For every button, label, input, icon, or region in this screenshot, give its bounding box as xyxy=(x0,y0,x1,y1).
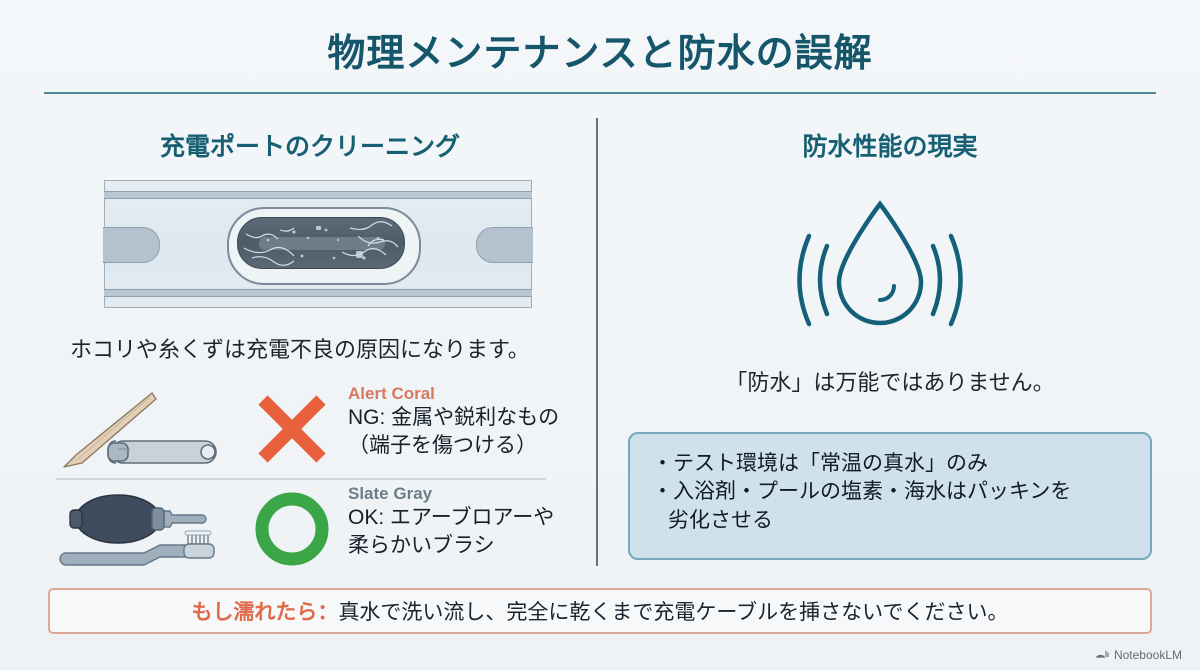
water-droplet-with-waves-icon xyxy=(795,190,965,330)
lint-debris-icon xyxy=(238,218,404,268)
right-caption: 「防水」は万能ではありません。 xyxy=(725,370,1055,395)
advice-row-ok: Slate Gray OK: エアーブロアーや 柔らかいブラシ xyxy=(56,483,556,575)
air-blower-and-toothbrush-icon xyxy=(56,487,236,571)
advice-line1-ok: OK: エアーブロアーや xyxy=(348,506,555,530)
callout-bullet-1: ・テスト環境は「常温の真水」のみ xyxy=(652,452,988,475)
waterproof-callout-box: ・テスト環境は「常温の真水」のみ ・入浴剤・プールの塩素・海水はパッキンを 劣化… xyxy=(628,432,1152,560)
speaker-grille-right xyxy=(476,227,533,263)
notebooklm-label: NotebookLM xyxy=(1113,647,1182,662)
advice-tag-ng: Alert Coral xyxy=(348,384,435,403)
advice-text-ng: Alert Coral NG: 金属や鋭利なもの （端子を傷つける） xyxy=(348,383,618,460)
o-mark-icon xyxy=(252,489,332,569)
phone-edge-rail-bottom xyxy=(104,289,532,297)
page-title: 物理メンテナンスと防水の誤解 xyxy=(327,33,873,75)
callout-bullet-2: ・入浴剤・プールの塩素・海水はパッキンを 劣化させる xyxy=(652,478,1130,535)
advice-row-ng: Alert Coral NG: 金属や鋭利なもの （端子を傷つける） xyxy=(56,383,559,475)
callout-bullet-2-line2: 劣化させる xyxy=(668,508,773,532)
advice-text-ok: Slate Gray OK: エアーブロアーや 柔らかいブラシ xyxy=(348,483,618,560)
usb-c-port-bezel xyxy=(227,207,421,285)
usb-c-port-tongue xyxy=(258,236,386,251)
toothpick-and-safety-pin-icon xyxy=(56,387,236,471)
banner-text: 真水で洗い流し、完全に乾くまで充電ケーブルを挿さないでください。 xyxy=(338,601,1009,624)
title-divider xyxy=(44,92,1156,94)
bottom-banner: もし濡れたら： 真水で洗い流し、完全に乾くまで充電ケーブルを挿さないでください。 xyxy=(48,588,1152,634)
usb-c-port-illustration xyxy=(103,180,533,308)
x-mark-icon xyxy=(252,389,332,469)
advice-tag-ok: Slate Gray xyxy=(348,484,433,503)
notebooklm-logo-icon xyxy=(1095,647,1109,662)
right-column-heading: 防水性能の現実 xyxy=(802,133,978,161)
left-column-heading: 充電ポートのクリーニング xyxy=(159,133,460,161)
left-caption: ホコリや糸くずは充電不良の原因になります。 xyxy=(70,337,530,362)
banner-label: もし濡れたら： xyxy=(191,601,339,624)
speaker-grille-left xyxy=(103,227,160,263)
advice-row-separator xyxy=(56,478,546,480)
advice-line1-ng: NG: 金属や鋭利なもの xyxy=(348,406,560,430)
notebooklm-watermark: NotebookLM xyxy=(1095,647,1182,662)
phone-edge-rail-top xyxy=(104,191,532,199)
advice-line2-ng: （端子を傷つける） xyxy=(348,434,537,458)
advice-line2-ok: 柔らかいブラシ xyxy=(348,534,495,558)
callout-bullet-2-line1: ・入浴剤・プールの塩素・海水はパッキンを xyxy=(652,480,1072,504)
column-divider xyxy=(596,118,598,566)
usb-c-port-cavity xyxy=(237,217,405,269)
